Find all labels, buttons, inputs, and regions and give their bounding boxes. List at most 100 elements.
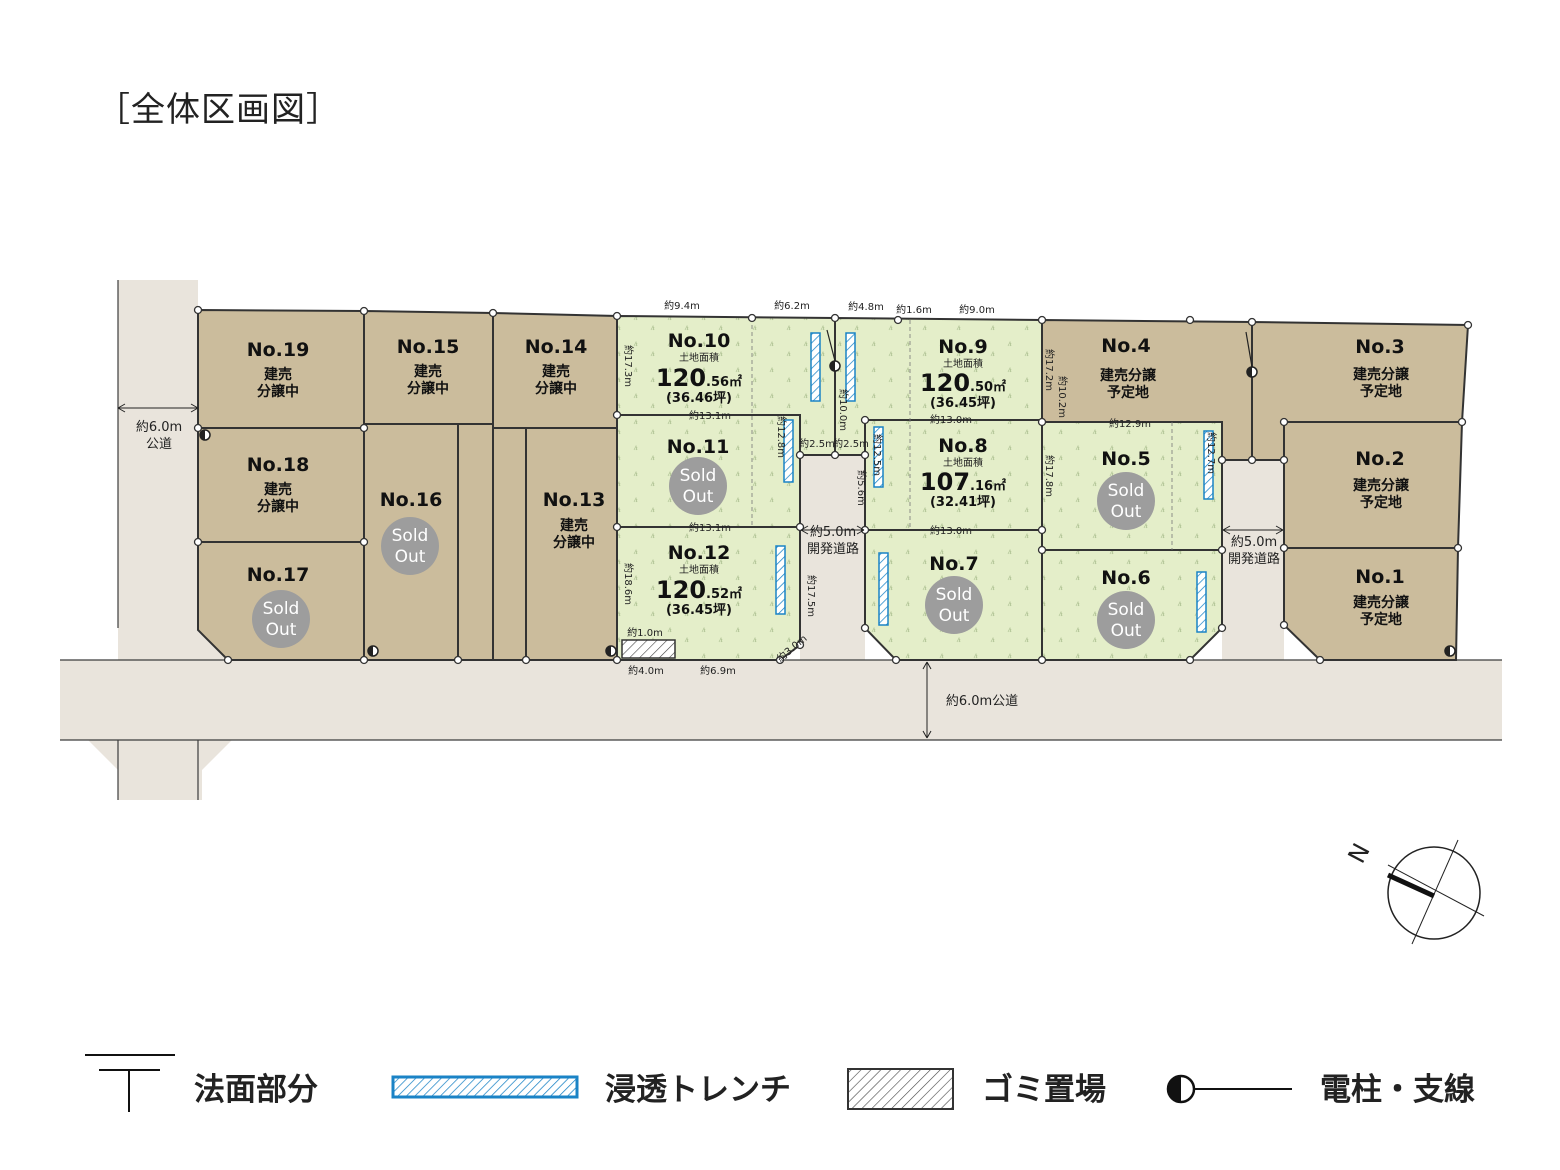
svg-text:約17.3m: 約17.3m <box>622 345 635 387</box>
svg-text:約10.0m: 約10.0m <box>837 389 850 431</box>
svg-text:(36.45坪): (36.45坪) <box>666 603 732 618</box>
svg-text:ゴミ置場: ゴミ置場 <box>982 1072 1106 1108</box>
svg-text:約13.0m: 約13.0m <box>930 524 972 537</box>
svg-text:土地面積: 土地面積 <box>943 456 983 469</box>
svg-text:分譲中: 分譲中 <box>535 380 577 397</box>
svg-text:Out: Out <box>1111 502 1142 522</box>
svg-text:No.8: No.8 <box>938 435 987 457</box>
svg-text:Sold: Sold <box>936 585 973 605</box>
svg-text:107.16㎡: 107.16㎡ <box>920 468 1006 496</box>
svg-text:分譲中: 分譲中 <box>257 498 299 515</box>
svg-text:予定地: 予定地 <box>1360 383 1402 400</box>
access-strip-15-13 <box>457 423 527 661</box>
legend-slope-icon <box>85 1054 175 1112</box>
svg-text:(32.41坪): (32.41坪) <box>930 495 996 510</box>
page-title: ［全体区画図］ <box>96 90 341 130</box>
svg-text:約6.0m公道: 約6.0m公道 <box>946 694 1018 709</box>
svg-text:開発道路: 開発道路 <box>1228 551 1280 567</box>
svg-text:約13.1m: 約13.1m <box>689 521 731 534</box>
svg-text:電柱・支線: 電柱・支線 <box>1320 1072 1475 1108</box>
lot-label-13: No.13 建売 分譲中 <box>543 489 606 551</box>
svg-text:No.4: No.4 <box>1101 335 1150 357</box>
lot-label-16: No.16 Sold Out <box>380 489 442 575</box>
lot-label-10: No.10 土地面積 120.56㎡ (36.46坪) <box>656 330 742 406</box>
legend-pole-icon <box>1166 1074 1292 1104</box>
svg-text:約1.6m: 約1.6m <box>896 303 932 316</box>
svg-text:Sold: Sold <box>1108 600 1145 620</box>
svg-text:120.50㎡: 120.50㎡ <box>920 369 1006 397</box>
svg-text:No.9: No.9 <box>938 336 987 358</box>
svg-text:No.18: No.18 <box>247 454 310 476</box>
svg-text:約13.1m: 約13.1m <box>689 409 731 422</box>
development-road-east <box>1222 460 1284 665</box>
svg-text:No.7: No.7 <box>929 553 978 575</box>
public-road-west <box>118 280 232 660</box>
svg-text:法面部分: 法面部分 <box>194 1072 318 1108</box>
svg-text:No.19: No.19 <box>247 339 310 361</box>
svg-text:(36.46坪): (36.46坪) <box>666 391 732 406</box>
svg-text:建売分譲: 建売分譲 <box>1353 477 1410 494</box>
svg-text:約4.0m: 約4.0m <box>628 664 664 677</box>
svg-text:建売分譲: 建売分譲 <box>1100 367 1157 384</box>
svg-text:公道: 公道 <box>146 437 172 452</box>
lot-label-9: No.9 土地面積 120.50㎡ (36.45坪) <box>920 336 1006 411</box>
svg-text:予定地: 予定地 <box>1107 384 1149 401</box>
svg-text:No.13: No.13 <box>543 489 606 511</box>
sold-out-badge <box>669 457 727 515</box>
svg-text:建売分譲: 建売分譲 <box>1353 366 1410 383</box>
svg-text:約2.5m: 約2.5m <box>833 437 869 450</box>
infiltration-trenches <box>775 332 1214 633</box>
svg-text:約6.0m: 約6.0m <box>136 420 182 435</box>
svg-text:Out: Out <box>683 487 714 507</box>
lot-label-5: No.5 Sold Out <box>1097 448 1155 530</box>
boundary-markers <box>193 305 1473 665</box>
svg-text:約6.9m: 約6.9m <box>700 664 736 677</box>
svg-text:土地面積: 土地面積 <box>943 357 983 370</box>
svg-text:約9.0m: 約9.0m <box>959 303 995 316</box>
svg-text:約6.2m: 約6.2m <box>774 299 810 312</box>
svg-text:約13.0m: 約13.0m <box>930 413 972 426</box>
lot-label-1: No.1 建売分譲 予定地 <box>1353 566 1410 628</box>
lot-label-8: No.8 土地面積 107.16㎡ (32.41坪) <box>920 435 1006 510</box>
legend-trench-icon <box>391 1075 579 1099</box>
svg-text:約5.6m: 約5.6m <box>855 470 868 506</box>
svg-text:約4.8m: 約4.8m <box>848 300 884 313</box>
svg-text:分譲中: 分譲中 <box>407 380 449 397</box>
road-label-west: 約6.0m 公道 <box>117 403 199 452</box>
lot-label-19: No.19 建売 分譲中 <box>247 339 310 400</box>
public-road-south <box>60 660 1502 800</box>
lot-label-12: No.12 土地面積 120.52㎡ (36.45坪) <box>656 542 742 618</box>
svg-text:建売: 建売 <box>560 517 588 534</box>
svg-text:約5.0m: 約5.0m <box>810 525 856 540</box>
svg-text:約12.9m: 約12.9m <box>1109 417 1151 430</box>
svg-text:建売: 建売 <box>264 366 292 383</box>
road-label-dev-center: 約5.0m 開発道路 <box>800 525 865 557</box>
development-road-center <box>800 455 865 665</box>
lot-12[interactable] <box>616 526 801 661</box>
svg-text:120.56㎡: 120.56㎡ <box>656 364 742 392</box>
svg-text:土地面積: 土地面積 <box>679 351 719 364</box>
lot-label-18: No.18 建売 分譲中 <box>247 454 310 515</box>
svg-text:Sold: Sold <box>392 526 429 546</box>
lot-label-3: No.3 建売分譲 予定地 <box>1353 336 1410 400</box>
svg-text:Sold: Sold <box>1108 481 1145 501</box>
svg-text:予定地: 予定地 <box>1360 494 1402 511</box>
sold-out-badge <box>1097 591 1155 649</box>
road-label-dev-east: 約5.0m 開発道路 <box>1222 525 1284 567</box>
svg-text:約17.2m: 約17.2m <box>1043 349 1056 391</box>
svg-text:(36.45坪): (36.45坪) <box>930 396 996 411</box>
lot-1[interactable] <box>1283 547 1460 661</box>
setback-lines <box>751 318 1173 550</box>
svg-text:120.52㎡: 120.52㎡ <box>656 576 742 604</box>
svg-text:開発道路: 開発道路 <box>807 541 859 557</box>
svg-text:土地面積: 土地面積 <box>679 563 719 576</box>
svg-text:No.15: No.15 <box>397 336 460 358</box>
lot-label-15: No.15 建売 分譲中 <box>397 336 460 397</box>
lot-label-17: No.17 Sold Out <box>247 564 310 648</box>
svg-text:約17.8m: 約17.8m <box>1043 455 1056 497</box>
svg-text:Out: Out <box>939 606 970 626</box>
svg-text:No.6: No.6 <box>1101 567 1150 589</box>
svg-text:約12.8m: 約12.8m <box>775 416 788 458</box>
legend-garbage-icon <box>847 1068 954 1110</box>
